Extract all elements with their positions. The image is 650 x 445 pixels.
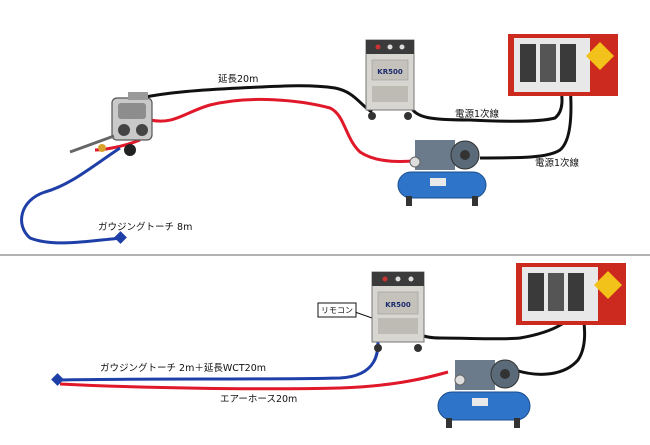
power1-label: 電源1次線 [455,108,500,120]
torch-end-marker [114,231,127,244]
welder-badge-top: KR500 [377,68,403,76]
distribution-panel-top [508,34,618,96]
welder-kr500-top: KR500 [365,39,415,120]
welder-kr500-bottom: KR500 [371,271,425,352]
torch-ext-label: ガウジングトーチ 2m＋延長WCT20m [100,362,266,374]
bottom-setup: KR500 リモコン [51,263,626,428]
extension-cable [139,84,373,114]
power-line-1 [408,79,564,123]
remote-control-box: リモコン [317,302,357,318]
power-line-2 [479,84,573,160]
gouging-device-icon [69,92,153,156]
air-compressor-bottom [437,359,531,428]
torch-label-top: ガウジングトーチ 8m [98,221,192,233]
air-compressor-top [397,140,487,206]
extension-label: 延長20m [218,73,258,85]
distribution-panel-bottom [516,263,626,325]
air-hose [59,370,449,391]
torch-cable-top [20,146,123,245]
torch-cable-bottom [59,339,380,382]
air-hose-label: エアーホース20m [220,394,297,405]
welder-badge-bottom: KR500 [385,301,411,309]
power2-label: 電源1次線 [535,157,580,169]
top-setup: KR500 延長20m 電源1次線 電源1次線 [20,34,618,245]
remote-label: リモコン [321,306,353,315]
red-cable-top [149,97,426,163]
torch-end-marker-bottom [51,373,64,386]
